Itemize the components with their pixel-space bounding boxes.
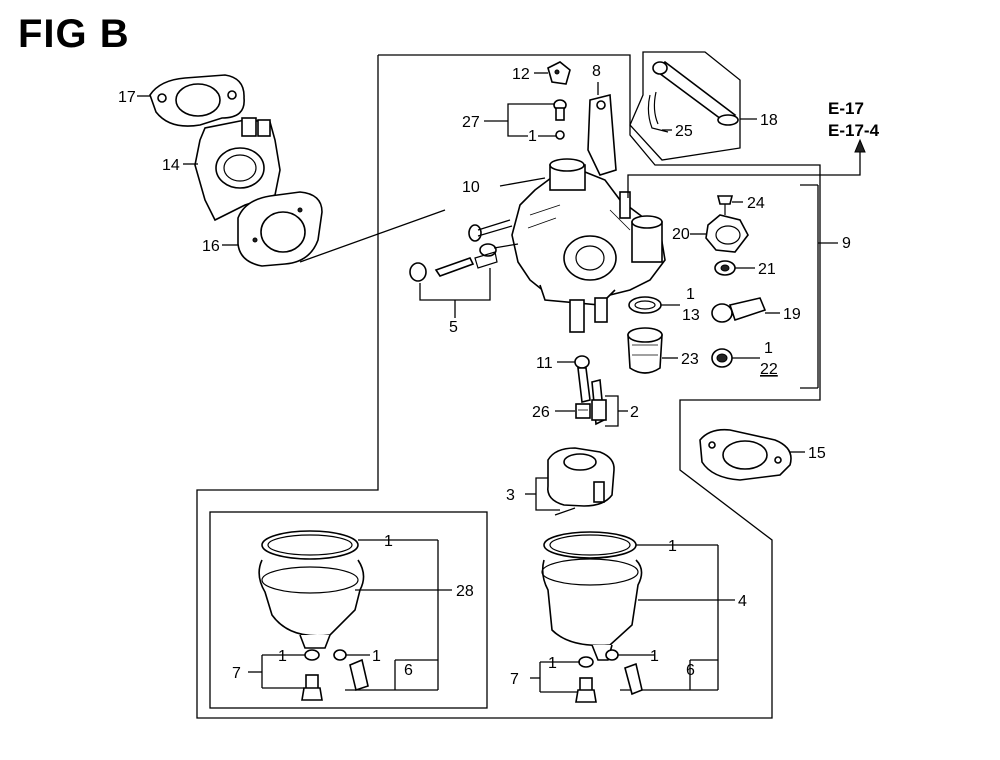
callout-7-right: 7 [510, 671, 519, 688]
callout-19: 19 [783, 306, 801, 323]
screw-24 [716, 195, 734, 215]
callout-5: 5 [449, 319, 458, 336]
bracket-9 [800, 184, 838, 389]
callout-9: 9 [842, 235, 851, 252]
insulator-14 [194, 117, 281, 222]
callout-1-pilot: 1 [528, 128, 537, 145]
callout-1-washer-left: 1 [278, 648, 287, 665]
callout-12: 12 [512, 66, 530, 83]
throttle-stop-screw-10 [468, 219, 519, 257]
leader-gasket-16 [299, 209, 446, 263]
lever-18 [652, 60, 739, 126]
spring-25 [647, 91, 669, 133]
bracket-7-right [530, 654, 655, 693]
pilot-screw-set-5 [409, 251, 498, 318]
callout-18: 18 [760, 112, 778, 129]
callout-28: 28 [456, 583, 474, 600]
callout-1-bolt-left: 1 [372, 648, 381, 665]
carburetor-assembly-outline [196, 54, 821, 719]
o-ring-13 [628, 296, 662, 314]
callout-4: 4 [738, 593, 747, 610]
callout-1-bowl-left: 1 [384, 533, 393, 550]
gasket-15 [699, 428, 792, 481]
lever-kit-outline [629, 51, 741, 161]
leader-10 [499, 177, 546, 187]
callout-23: 23 [681, 351, 699, 368]
float-bowl-28 [258, 530, 365, 649]
callout-1-bolt-right: 1 [650, 648, 659, 665]
callout-7-left: 7 [232, 665, 241, 682]
reference-code-top: E-17 [828, 99, 864, 118]
callout-15: 15 [808, 445, 826, 462]
callout-22: 22 [760, 361, 778, 378]
needle-2 [591, 378, 607, 426]
callout-20: 20 [672, 226, 690, 243]
pilot-screw-set-27 [484, 99, 567, 140]
callout-10: 10 [462, 179, 480, 196]
choke-lever-8 [587, 93, 617, 176]
screw-12 [547, 61, 571, 85]
callout-24: 24 [747, 195, 765, 212]
callout-labels: 17 14 16 12 8 27 1 10 5 20 24 21 9 1 13 … [118, 63, 851, 688]
cap-22 [711, 348, 733, 368]
callout-3: 3 [506, 487, 515, 504]
callout-11: 11 [536, 355, 553, 372]
bracket-28-left [345, 539, 452, 691]
gasket-17 [149, 74, 245, 127]
float-3 [547, 447, 615, 507]
carburetor-body [511, 158, 666, 333]
reference-code-bottom: E-17-4 [828, 121, 880, 140]
callout-2: 2 [630, 404, 639, 421]
gasket-16 [237, 191, 323, 267]
float-pin [554, 507, 576, 516]
callout-27: 27 [462, 114, 480, 131]
callout-16: 16 [202, 238, 220, 255]
figure-title: FIG B [18, 12, 130, 56]
drain-parts-right [575, 649, 643, 703]
jet-11 [574, 355, 591, 403]
callout-6-right: 6 [686, 662, 695, 679]
drain-parts-left [301, 649, 369, 701]
callout-8: 8 [592, 63, 601, 80]
callout-1-oring: 1 [686, 286, 695, 303]
reference-arrow [627, 138, 866, 198]
filter-23 [627, 327, 663, 374]
nut-21 [714, 260, 736, 276]
callout-6-left: 6 [404, 662, 413, 679]
callout-13: 13 [682, 307, 700, 324]
cover-20 [705, 214, 749, 253]
lever-19 [711, 297, 767, 323]
bracket-2 [605, 395, 619, 427]
callout-1-cap: 1 [764, 340, 773, 357]
main-jet-26 [575, 403, 591, 419]
callout-25: 25 [675, 123, 693, 140]
callout-17: 17 [118, 89, 136, 106]
callout-1-washer-right: 1 [548, 655, 557, 672]
float-bowl-4 [541, 531, 643, 661]
callout-1-bowl-right: 1 [668, 538, 677, 555]
bracket-7-left [248, 654, 370, 689]
callout-26: 26 [532, 404, 550, 421]
callout-21: 21 [758, 261, 776, 278]
callout-14: 14 [162, 157, 180, 174]
